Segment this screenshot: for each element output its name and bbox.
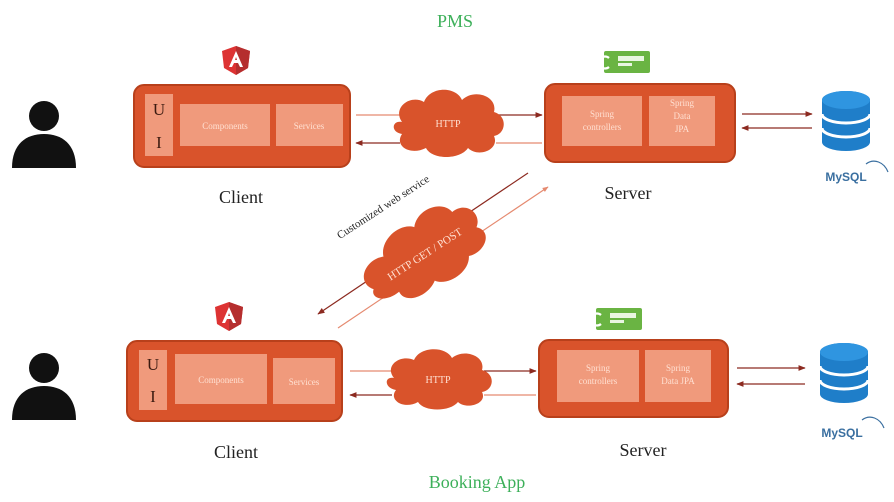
ui-letter-u: U (153, 100, 165, 119)
mysql-logo-text-top: MySQL (825, 170, 866, 184)
client-caption-top: Client (219, 187, 263, 207)
http-cloud-top: HTTP (393, 89, 504, 157)
spring-data-label-bottom: Spring (666, 363, 691, 373)
spring-data-label-2: Data (674, 111, 691, 121)
booking-app-title: Booking App (429, 472, 526, 492)
server-caption-bottom: Server (620, 440, 667, 460)
mysql-logo-text-bottom: MySQL (821, 426, 862, 440)
spring-data-label-bottom-2: Data JPA (661, 376, 695, 386)
server-box-top: Spring controllers Spring Data JPA (544, 83, 736, 163)
client-box-top: U I Components Services (133, 84, 351, 168)
user-icon-bottom (12, 353, 76, 420)
http-cloud-bottom: HTTP (386, 349, 492, 410)
spring-logo-icon-top (597, 49, 652, 75)
client-box-bottom: U I Components Services (126, 340, 343, 422)
spring-data-label: Spring (670, 98, 695, 108)
spring-controllers-label-2: controllers (583, 122, 622, 132)
mysql-database-icon-top (820, 89, 872, 153)
mysql-logo-top: MySQL (825, 160, 889, 184)
spring-data-label-3: JPA (675, 124, 690, 134)
mysql-logo-bottom: MySQL (821, 416, 885, 440)
ui-letter-i: I (156, 133, 162, 152)
angular-logo-icon-top (222, 46, 250, 75)
user-icon-top (12, 101, 76, 168)
spring-controllers-label-bottom: Spring (586, 363, 611, 373)
client-caption-bottom: Client (214, 442, 258, 462)
spring-logo-icon-bottom (589, 306, 644, 332)
pms-title: PMS (437, 11, 473, 31)
mysql-database-icon-bottom (818, 341, 870, 405)
services-label-bottom: Services (289, 377, 320, 387)
server-box-bottom: Spring controllers Spring Data JPA (538, 339, 729, 418)
spring-controllers-label-bottom-2: controllers (579, 376, 618, 386)
http-get-post-cloud: HTTP GET / POST (363, 206, 486, 299)
server-caption-top: Server (605, 183, 652, 203)
ui-letter-u-bottom: U (147, 355, 159, 374)
spring-controllers-label: Spring (590, 109, 615, 119)
components-label-bottom: Components (198, 375, 244, 385)
services-label: Services (294, 121, 325, 131)
http-label-top: HTTP (436, 119, 461, 130)
http-label-bottom: HTTP (426, 375, 451, 386)
components-label: Components (202, 121, 248, 131)
ui-letter-i-bottom: I (150, 387, 156, 406)
angular-logo-icon-bottom (215, 302, 243, 331)
